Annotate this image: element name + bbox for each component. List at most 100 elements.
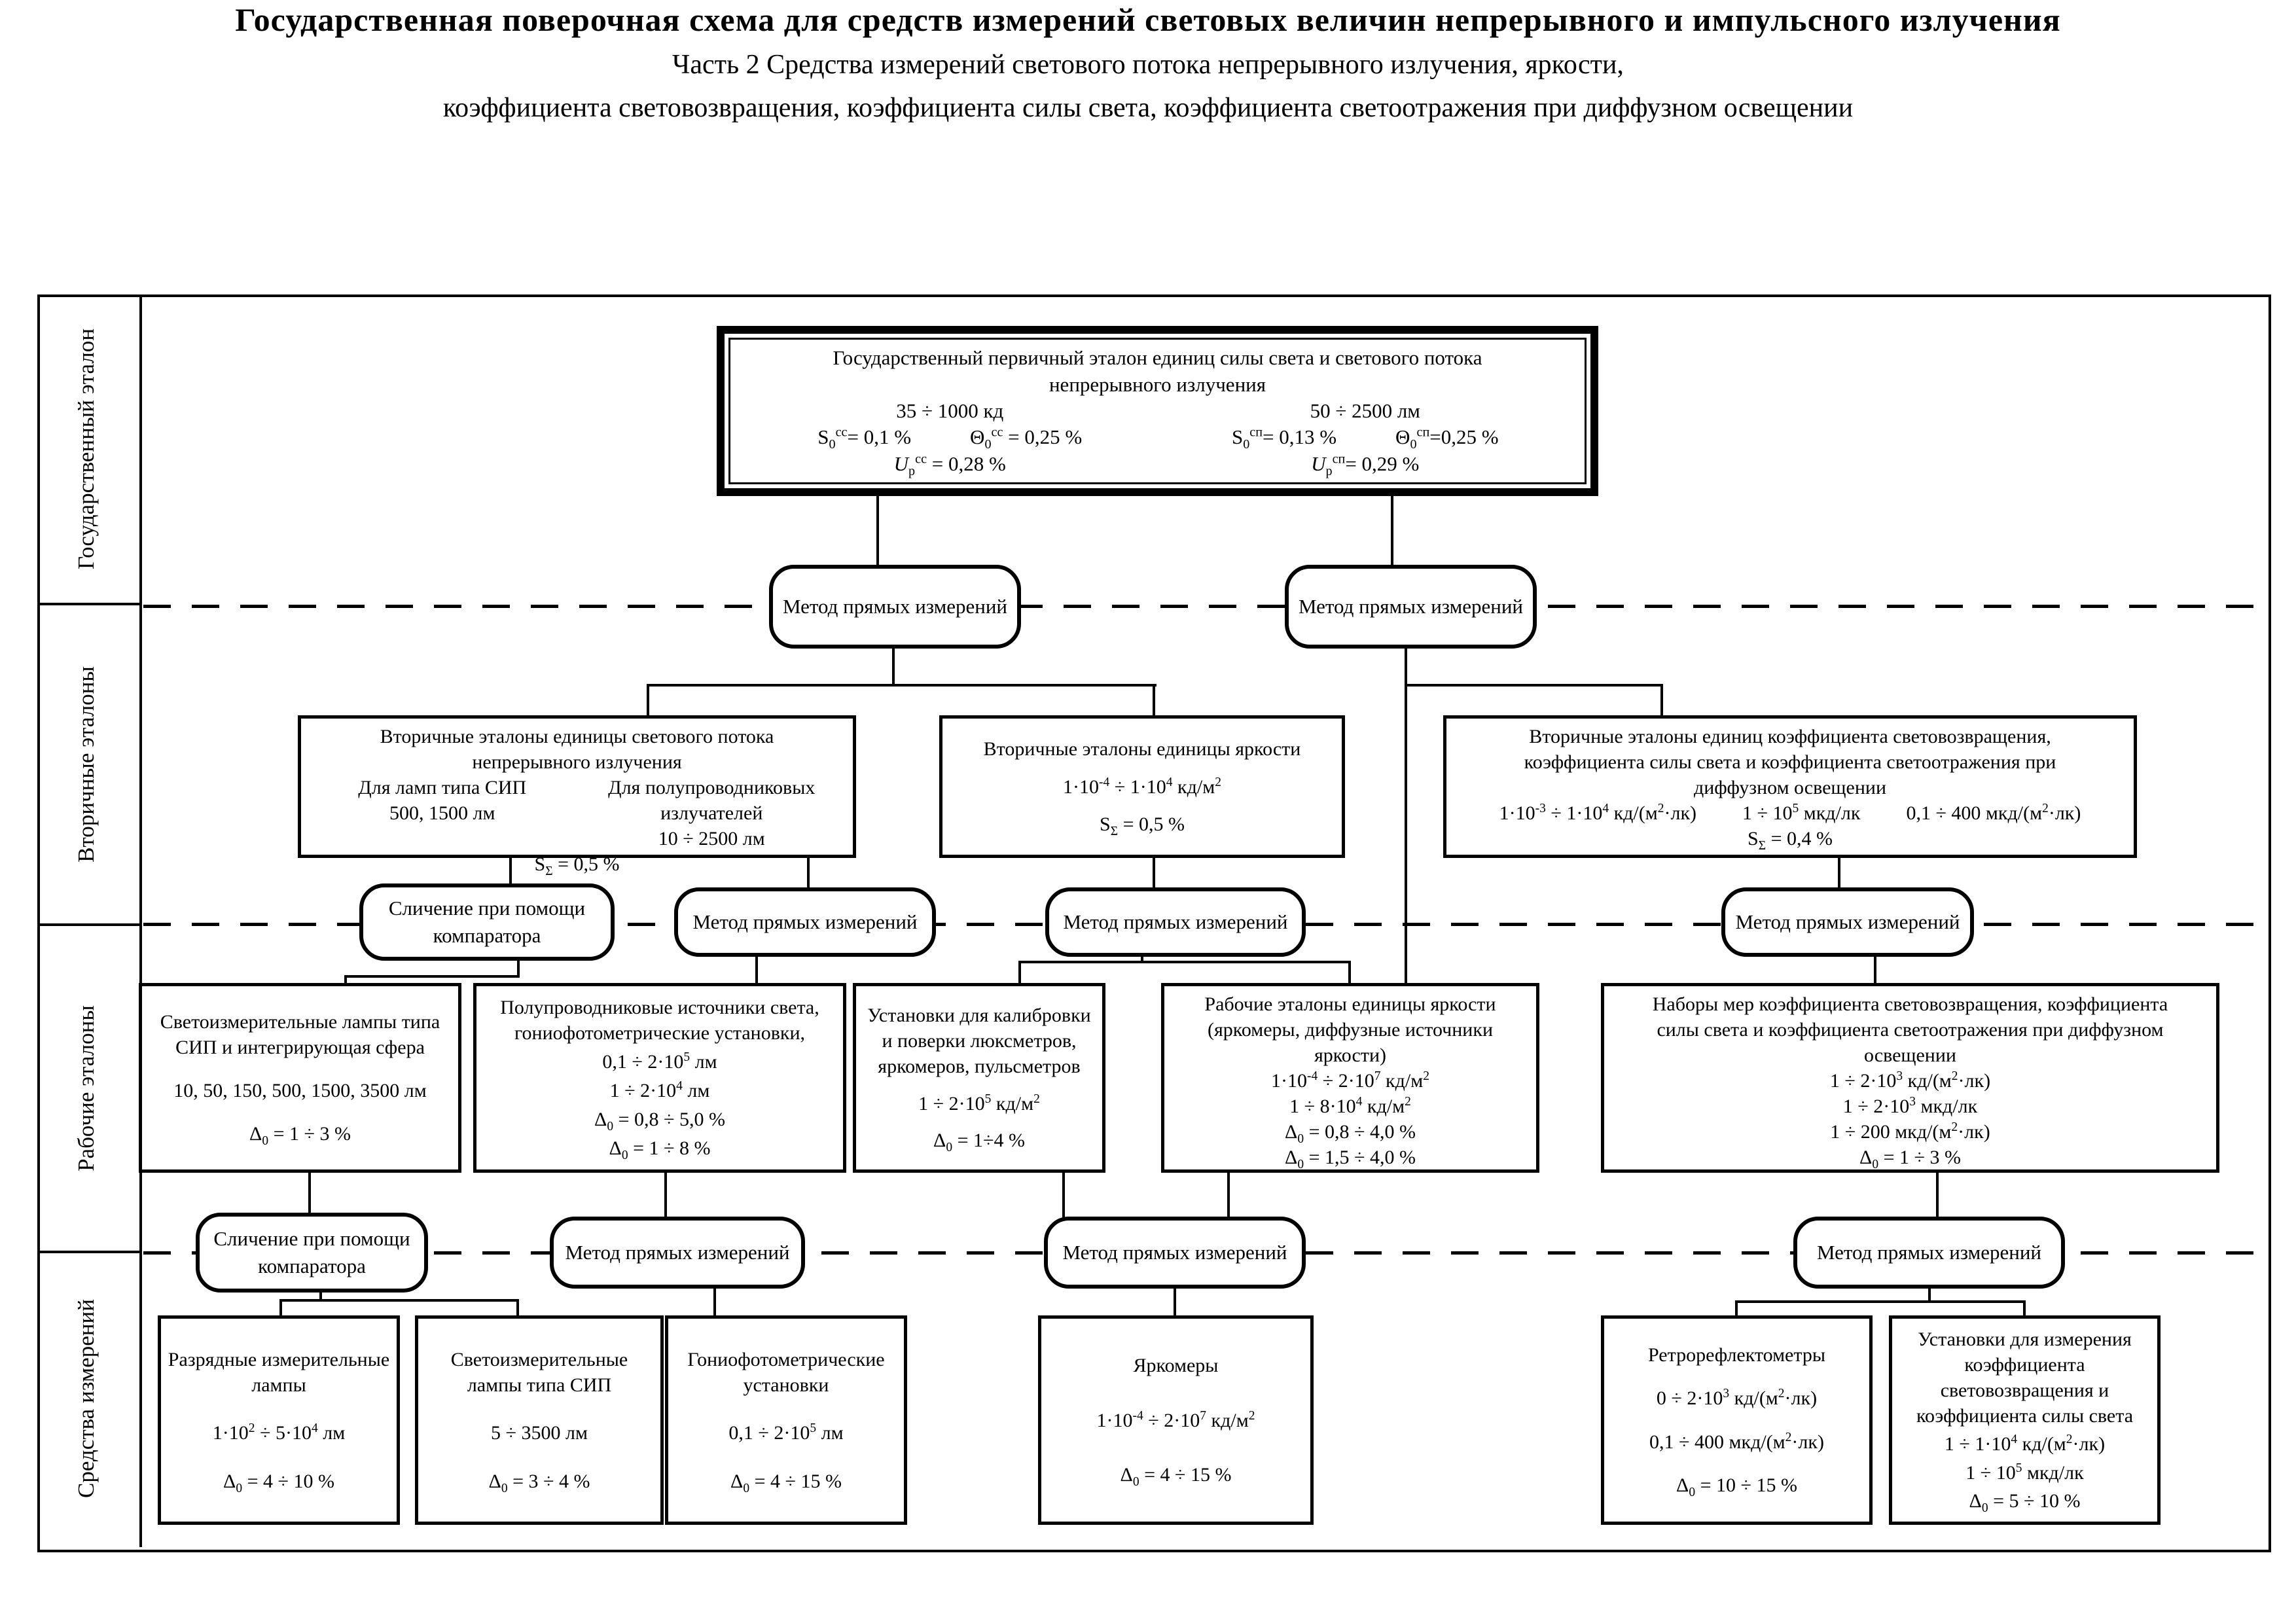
node-range: 1 ÷ 105 мкд/лк <box>1965 1461 2084 1484</box>
node-heading: Гониофотометрические установки <box>687 1348 885 1396</box>
connector-line <box>2023 1300 2026 1317</box>
node-instrument-discharge-lamps: Разрядные измерительные лампы 1·102 ÷ 5·… <box>158 1315 400 1525</box>
node-range: 1 ÷ 1·104 кд/(м2·лк) <box>1944 1433 2106 1455</box>
connector-line <box>1227 1171 1230 1218</box>
node-heading: Яркомеры <box>1133 1355 1219 1377</box>
tier-label-state-standard: Государственный эталон <box>73 328 99 570</box>
connector-line <box>807 855 810 889</box>
connector-line <box>1348 961 1351 984</box>
connector-line <box>279 1299 519 1302</box>
tier-label-working-standards: Рабочие эталоны <box>73 1005 99 1171</box>
page-header: Государственная поверочная схема для сре… <box>0 0 2296 125</box>
primary-standard-heading-2: непрерывного излучения <box>1049 372 1266 396</box>
method-box-direct-8: Метод прямых измерений <box>1793 1217 2065 1289</box>
connector-line <box>1928 1287 1931 1303</box>
connector-line <box>516 1299 519 1317</box>
connector-line <box>892 646 895 687</box>
node-range: 0,1 ÷ 2·105 лм <box>602 1050 717 1073</box>
node-delta: Δ0 = 1÷4 % <box>933 1129 1025 1154</box>
connector-line <box>279 1299 282 1317</box>
connector-line <box>1735 1300 1738 1317</box>
node-col-value: 500, 1500 лм <box>389 802 495 824</box>
connector-line <box>1405 684 1663 687</box>
page-title: Государственная поверочная схема для сре… <box>235 1 2061 38</box>
node-delta: Δ0 = 4 ÷ 10 % <box>223 1470 334 1495</box>
node-secondary-coefficients: Вторичные эталоны единиц коэффициента св… <box>1443 715 2137 858</box>
primary-left-range: 35 ÷ 1000 кд <box>896 399 1004 422</box>
node-delta: Δ0 = 3 ÷ 4 % <box>488 1470 590 1495</box>
node-heading-2: непрерывного излучения <box>472 751 682 773</box>
primary-left-s: S0сс= 0,1 % <box>817 425 912 452</box>
node-delta: Δ0 = 0,8 ÷ 5,0 % <box>594 1109 725 1133</box>
node-heading: Полупроводниковые источники света, гонио… <box>500 997 819 1044</box>
node-heading-3: диффузном освещении <box>1693 777 1887 798</box>
connector-line <box>1735 1300 2026 1303</box>
page-subtitle-1: Часть 2 Средства измерений светового пот… <box>672 50 1624 80</box>
primary-right-s: S0сп= 0,13 % <box>1231 425 1337 452</box>
method-box-direct-2: Метод прямых измерений <box>1285 565 1537 649</box>
node-range: 1·10-4 ÷ 1·104 кд/м2 <box>1063 775 1221 798</box>
node-instrument-coefficient-installations: Установки для измерения коэффициента све… <box>1889 1315 2161 1525</box>
node-range: 0,1 ÷ 400 мкд/(м2·лк) <box>1649 1430 1824 1453</box>
node-working-calibration: Установки для калибровки и поверки люксм… <box>853 983 1105 1173</box>
node-secondary-flux: Вторичные эталоны единицы светового пото… <box>298 715 856 878</box>
node-heading: Ретрорефлектометры <box>1648 1344 1825 1366</box>
node-working-luminance: Рабочие эталоны единицы яркости (яркомер… <box>1161 983 1539 1173</box>
tier-label-secondary-standards: Вторичные эталоны <box>73 666 99 863</box>
node-delta: Δ0 = 1,5 ÷ 4,0 % <box>1285 1147 1416 1171</box>
sidebar-divider <box>139 294 142 1547</box>
tier-divider-solid-2 <box>37 923 141 926</box>
connector-line <box>1018 961 1021 984</box>
node-range: 5 ÷ 3500 лм <box>491 1422 588 1444</box>
node-delta: Δ0 = 1 ÷ 3 % <box>249 1123 351 1148</box>
connector-line <box>755 955 758 984</box>
connector-line <box>1391 494 1393 567</box>
node-heading: Светоизмерительные лампы типа СИП <box>450 1348 628 1396</box>
connector-line <box>1141 955 1143 963</box>
node-delta: Δ0 = 10 ÷ 15 % <box>1676 1474 1797 1500</box>
tier-label-measuring-instruments: Средства измерений <box>73 1299 99 1498</box>
node-range: 0 ÷ 2·103 кд/(м2·лк) <box>1656 1387 1818 1410</box>
node-instrument-goniophotometric: Гониофотометрические установки 0,1 ÷ 2·1… <box>665 1315 907 1525</box>
node-secondary-luminance: Вторичные эталоны единицы яркости 1·10-4… <box>939 715 1345 858</box>
connector-line <box>509 855 512 885</box>
node-range: 1 ÷ 105 мкд/лк <box>1742 802 1861 824</box>
node-instrument-luminance-meters: Яркомеры 1·10-4 ÷ 2·107 кд/м2 Δ0 = 4 ÷ 1… <box>1038 1315 1314 1525</box>
node-s-value: SΣ = 0,4 % <box>1748 828 1833 853</box>
node-heading: Вторичные эталоны единицы яркости <box>983 738 1301 760</box>
primary-right-range: 50 ÷ 2500 лм <box>1310 399 1420 422</box>
method-box-direct-4: Метод прямых измерений <box>1045 887 1306 957</box>
node-range: 1 ÷ 2·105 кд/м2 <box>918 1092 1040 1115</box>
method-box-direct-1: Метод прямых измерений <box>769 565 1021 649</box>
node-heading: Разрядные измерительные лампы <box>168 1348 390 1396</box>
node-range: 1·10-4 ÷ 2·107 кд/м2 <box>1096 1408 1255 1431</box>
connector-line <box>308 1171 311 1214</box>
connector-line <box>1838 855 1840 889</box>
node-range: 1·10-3 ÷ 1·104 кд/(м2·лк) <box>1499 802 1697 824</box>
method-box-direct-3: Метод прямых измерений <box>674 887 936 957</box>
primary-right-u: Upсп= 0,29 % <box>1311 452 1420 478</box>
connector-line <box>647 684 1157 687</box>
node-delta: Δ0 = 5 ÷ 10 % <box>1969 1489 2081 1515</box>
node-range: 1 ÷ 8·104 кд/м2 <box>1289 1095 1411 1117</box>
tier-divider-solid-1 <box>37 603 141 605</box>
node-heading: Вторичные эталоны единиц коэффициента св… <box>1529 726 2051 747</box>
node-range: 1·10-4 ÷ 2·107 кд/м2 <box>1271 1069 1429 1092</box>
method-box-direct-6: Метод прямых измерений <box>550 1217 805 1289</box>
primary-standard-heading: Государственный первичный эталон единиц … <box>833 346 1482 370</box>
node-delta: Δ0 = 4 ÷ 15 % <box>730 1470 842 1495</box>
page-subtitle-2: коэффициента световозвращения, коэффицие… <box>442 93 1854 124</box>
primary-left-u: Upсс = 0,28 % <box>893 452 1006 478</box>
connector-line <box>1405 646 1407 984</box>
node-instrument-retroreflectometers: Ретрорефлектометры 0 ÷ 2·103 кд/(м2·лк) … <box>1601 1315 1873 1525</box>
connector-line <box>1153 684 1155 717</box>
primary-right-theta: Θ0сп=0,25 % <box>1395 425 1499 452</box>
node-range: 1 ÷ 2·103 кд/(м2·лк) <box>1829 1069 1991 1092</box>
connector-line <box>1018 961 1351 963</box>
node-working-semiconductor: Полупроводниковые источники света, гонио… <box>473 983 846 1173</box>
connector-line <box>713 1287 716 1317</box>
node-range: 10, 50, 150, 500, 1500, 3500 лм <box>173 1080 427 1101</box>
node-heading: Установки для калибровки и поверки люксм… <box>867 1005 1091 1078</box>
primary-standard-content: Государственный первичный эталон единиц … <box>728 338 1587 484</box>
